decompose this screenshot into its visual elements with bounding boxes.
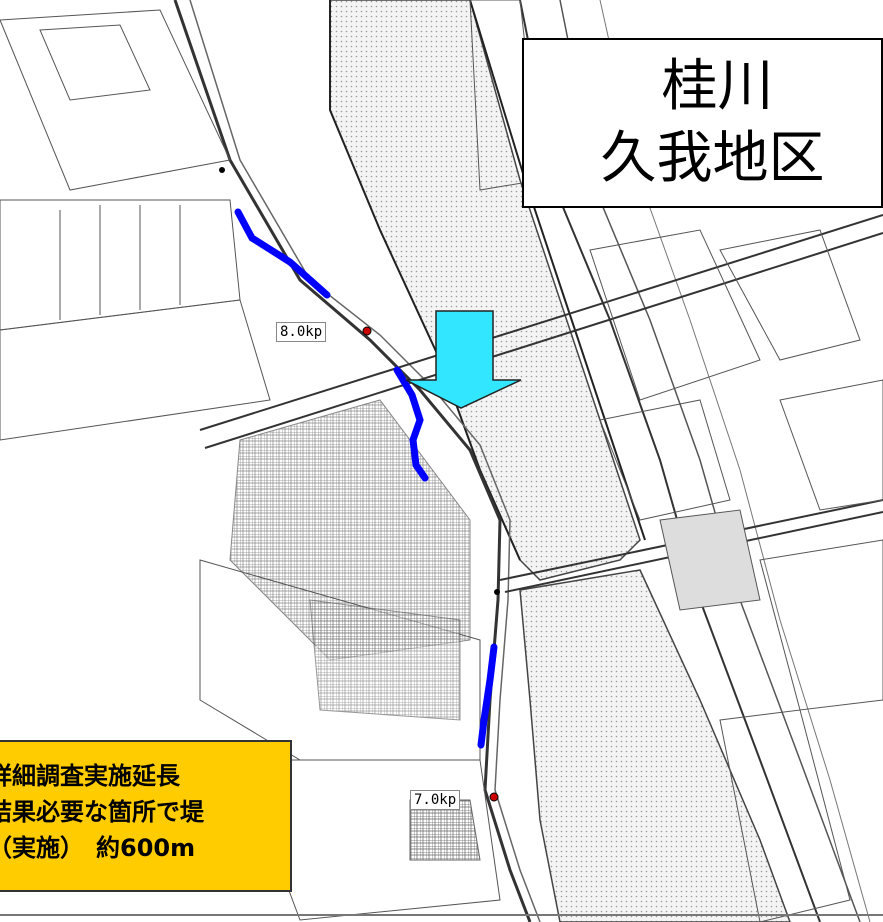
kp-marker-7: [489, 792, 499, 802]
title-river-name: 桂川: [661, 54, 774, 119]
bridge-north: [199, 214, 883, 449]
kp-label-7: 7.0kp: [410, 790, 461, 810]
legend-line-2: 結果必要な箇所で堤: [0, 798, 204, 826]
river-lower: [519, 569, 791, 922]
legend-line-3: （実施） 約600m: [0, 834, 196, 862]
kp-label-8: 8.0kp: [276, 322, 327, 342]
location-arrow: [405, 310, 522, 409]
urban-area-east: [469, 0, 883, 922]
river-bank-east: [469, 0, 646, 541]
urban-area-west: [0, 9, 501, 921]
legend-box: 詳細調査実施延長 結果必要な箇所で堤 （実施） 約600m: [0, 740, 292, 892]
survey-segment-middle: [393, 366, 429, 482]
title-district-name: 久我地区: [600, 126, 825, 191]
survey-segment-north: [234, 208, 331, 299]
legend-line-1: 詳細調査実施延長: [0, 762, 180, 790]
river-bank-west: [329, 0, 521, 561]
title-box: 桂川 久我地区: [522, 38, 883, 208]
bottom-divider: [0, 914, 883, 916]
kp-marker-8: [362, 326, 372, 336]
survey-segment-south: [477, 643, 498, 749]
